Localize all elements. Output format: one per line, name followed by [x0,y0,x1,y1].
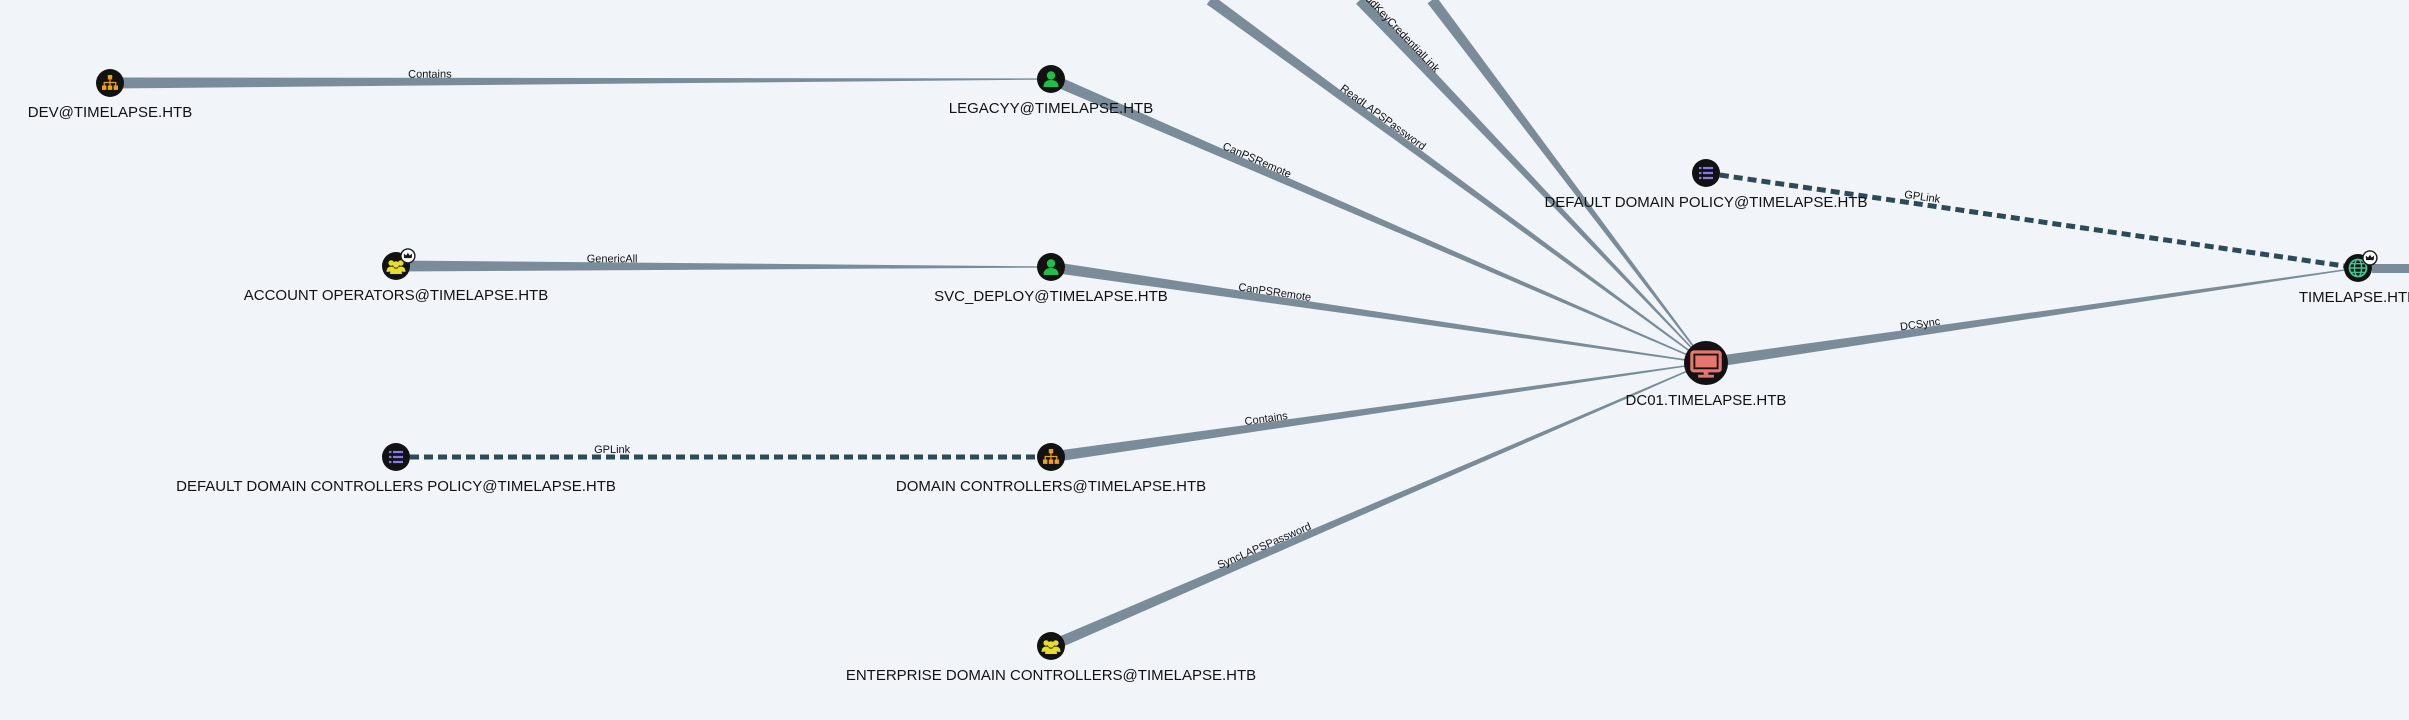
node-dev[interactable]: DEV@TIMELAPSE.HTB [28,69,192,121]
node-svc-deploy[interactable]: SVC_DEPLOY@TIMELAPSE.HTB [934,253,1168,305]
list-icon [389,450,403,464]
node-label: ACCOUNT OPERATORS@TIMELAPSE.HTB [244,287,548,304]
node-legacyy[interactable]: LEGACYY@TIMELAPSE.HTB [949,65,1153,117]
sitemap-icon [1043,449,1059,464]
node-label: DOMAIN CONTROLLERS@TIMELAPSE.HTB [896,478,1206,495]
node-label: LEGACYY@TIMELAPSE.HTB [949,100,1153,117]
edge-offscreen_a-dc01[interactable] [1206,0,1707,364]
edge-label: Contains [408,69,452,81]
user-glyph [1043,259,1059,275]
domain-glyph [2348,258,2368,278]
node-enterprise-dcs[interactable]: ENTERPRISE DOMAIN CONTROLLERS@TIMELAPSE.… [846,632,1256,684]
node-label: TIMELAPSE.HTB [2299,289,2409,306]
edge-label: DCSync [1899,316,1941,334]
list-icon [1699,166,1713,180]
gpo-glyph [1699,166,1713,180]
edge-label: GenericAll [587,253,638,265]
edge-legacyy-dc01[interactable] [1048,74,1707,364]
node-domain-controllers[interactable]: DOMAIN CONTROLLERS@TIMELAPSE.HTB [896,443,1206,495]
edge-domain_controllers-dc01[interactable] [1050,362,1707,463]
node-dc01[interactable]: DC01.TIMELAPSE.HTB [1626,341,1787,409]
globe-icon [2348,258,2368,278]
computer-glyph [1690,350,1722,378]
edge-offscreen_b-dc01[interactable] [1356,0,1707,364]
node-label: DC01.TIMELAPSE.HTB [1626,392,1787,409]
edge-svc_deploy-dc01[interactable] [1050,261,1707,364]
gpo-glyph [389,450,403,464]
node-default-domain-policy[interactable]: DEFAULT DOMAIN POLICY@TIMELAPSE.HTB [1544,159,1868,211]
edge-offscreen_c-dc01[interactable] [1427,0,1707,364]
node-label: SVC_DEPLOY@TIMELAPSE.HTB [934,288,1168,305]
node-label: DEFAULT DOMAIN CONTROLLERS POLICY@TIMELA… [176,478,616,495]
node-default-dc-policy[interactable]: DEFAULT DOMAIN CONTROLLERS POLICY@TIMELA… [176,443,616,495]
desktop-icon [1690,350,1722,378]
crown-badge-icon [400,248,416,264]
edge-label: GPLink [594,444,631,456]
user-icon [1043,259,1059,275]
ou-glyph [1043,449,1059,464]
edges-layer [110,0,2409,651]
crown-badge-icon [2362,250,2378,266]
edge-timelapse-offscreen[interactable] [2372,264,2409,273]
edge-account_operators-svc_deploy[interactable] [396,260,1051,272]
node-label: DEFAULT DOMAIN POLICY@TIMELAPSE.HTB [1544,194,1867,211]
edge-label: GPLink [1903,189,1941,206]
node-label: DEV@TIMELAPSE.HTB [28,104,192,121]
node-label: ENTERPRISE DOMAIN CONTROLLERS@TIMELAPSE.… [846,667,1256,684]
edge-enterprise_dcs-dc01[interactable] [1048,362,1707,651]
user-glyph [1043,71,1059,87]
edge-dc01-timelapse[interactable] [1705,267,2359,369]
edge-dev-legacyy[interactable] [110,77,1051,89]
edge-default_domain_policy-timelapse[interactable] [1705,170,2359,271]
node-account-operators[interactable]: ACCOUNT OPERATORS@TIMELAPSE.HTB [244,248,548,304]
ou-glyph [102,75,118,90]
node-timelapse[interactable]: TIMELAPSE.HTB [2299,250,2409,306]
group-glyph [1041,640,1061,654]
sitemap-icon [102,75,118,90]
user-icon [1043,71,1059,87]
users-icon [386,260,406,274]
users-icon [1041,640,1061,654]
group-glyph [386,260,406,274]
nodes-layer: DEV@TIMELAPSE.HTB LEGACYY@TIMELAPSE.HTB AC… [28,65,2409,684]
